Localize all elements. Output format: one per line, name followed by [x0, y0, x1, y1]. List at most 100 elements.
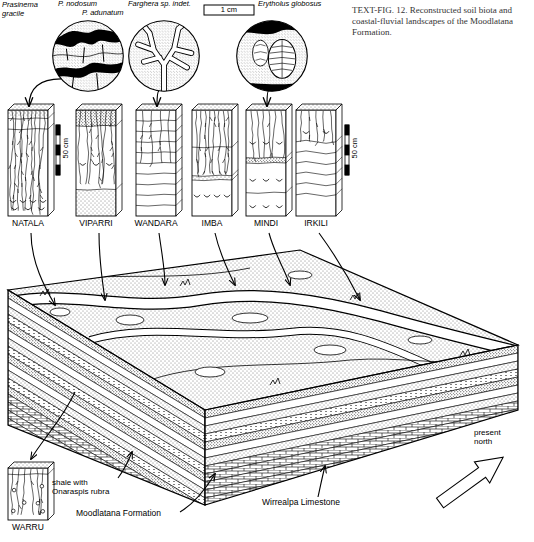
profile-block [276, 142, 282, 144]
profile-block [286, 187, 292, 193]
profile-block [136, 104, 182, 110]
profile-block [9, 111, 14, 211]
leader-arrow [319, 233, 360, 300]
leader-arrow [159, 233, 165, 285]
annotation-label: present north [474, 429, 518, 447]
profile-block [296, 110, 336, 216]
magnified-circle [128, 20, 200, 95]
profile-block [336, 146, 342, 152]
species-label: P. adunatum [82, 9, 142, 18]
annotation-label: 50 cm [351, 138, 359, 158]
profile-block [198, 111, 202, 174]
species-label: Erytholus globosus [258, 0, 338, 9]
profile-block [8, 462, 54, 468]
leader-arrow [31, 392, 75, 459]
profile-block [30, 200, 36, 202]
magnified-circle [129, 21, 200, 92]
profile-block [246, 163, 286, 164]
species-label: P. nodosum [58, 0, 118, 9]
profile-block [76, 189, 116, 190]
profile-block [232, 174, 238, 180]
magnified-circle [236, 20, 308, 34]
profile-block [211, 111, 217, 175]
scale-bar [204, 5, 254, 15]
profile-block [281, 111, 285, 158]
profile-block [296, 110, 336, 216]
profile-block [8, 110, 48, 216]
profile-block [29, 111, 33, 211]
profile-block [176, 104, 182, 216]
vertical-scale-bar [56, 125, 60, 135]
vertical-scale-bar [56, 145, 60, 155]
leader-arrow [180, 474, 215, 512]
profile-block [88, 111, 94, 184]
profile-block [30, 469, 34, 515]
land-surface [314, 345, 346, 355]
profile-block [246, 157, 286, 158]
profile-block [93, 163, 99, 165]
profile-block [206, 111, 212, 174]
profile-block [194, 195, 200, 197]
profile-block [263, 179, 269, 181]
profile-block [246, 192, 286, 193]
profile-block [250, 205, 256, 207]
magnified-circle [236, 82, 308, 92]
magnified-view: Prasinema gracileP. nodosumP. adunatum [52, 20, 124, 92]
profile-block [8, 110, 48, 216]
profile-block [336, 104, 342, 216]
profile-block [10, 200, 16, 202]
profile-block [76, 104, 122, 110]
profile-block [176, 146, 182, 152]
vertical-scale-bar [56, 125, 60, 175]
profile-block [76, 104, 122, 216]
profile-block [192, 180, 232, 181]
profile-block [136, 141, 176, 142]
profile-block [136, 120, 176, 121]
profile-block [246, 110, 286, 216]
magnified-circle [268, 39, 295, 78]
profile-block [8, 104, 54, 216]
profile-block [39, 111, 46, 211]
profile-block [40, 200, 46, 202]
annotation-label: Wirrealpa Limestone [262, 498, 374, 507]
profile-block [286, 157, 292, 163]
profile-name: IMBA [184, 219, 240, 228]
profile-block [48, 113, 54, 119]
land-surface [90, 331, 440, 370]
annotation-label: 50 cm [62, 138, 70, 158]
vertical-scale-bar [345, 125, 349, 175]
profile-block [192, 110, 232, 216]
magnified-circle [128, 20, 200, 92]
north-arrow [432, 447, 510, 514]
profile-block [303, 131, 309, 133]
profile-block [102, 111, 107, 184]
profile-block [176, 136, 182, 142]
profile-block [309, 111, 311, 142]
profile-block [37, 469, 40, 515]
profile-block [106, 163, 112, 165]
profile-block [25, 208, 31, 210]
soil-profile: NATALA [8, 104, 54, 216]
profile-block [192, 147, 232, 148]
magnified-view: Farghera sp. indet. [128, 20, 200, 92]
profile-block [296, 193, 336, 196]
profile-block [21, 469, 25, 515]
profile-block [36, 501, 40, 505]
land-surface [288, 271, 312, 279]
profile-block [296, 162, 336, 165]
leader-arrow [318, 466, 325, 497]
leader-arrow [99, 233, 105, 300]
profile-block [136, 173, 176, 174]
profile-block [176, 199, 182, 205]
profile-block [296, 172, 336, 175]
profile-block [37, 111, 43, 215]
profile-block [101, 111, 105, 184]
profile-block [192, 110, 232, 216]
profile-block [336, 157, 342, 163]
profile-block [272, 111, 276, 158]
magnified-circle [269, 40, 295, 77]
vertical-scale-bar [56, 125, 60, 175]
profile-block [232, 141, 238, 147]
magnified-circle [254, 44, 267, 60]
profile-block [203, 111, 207, 175]
